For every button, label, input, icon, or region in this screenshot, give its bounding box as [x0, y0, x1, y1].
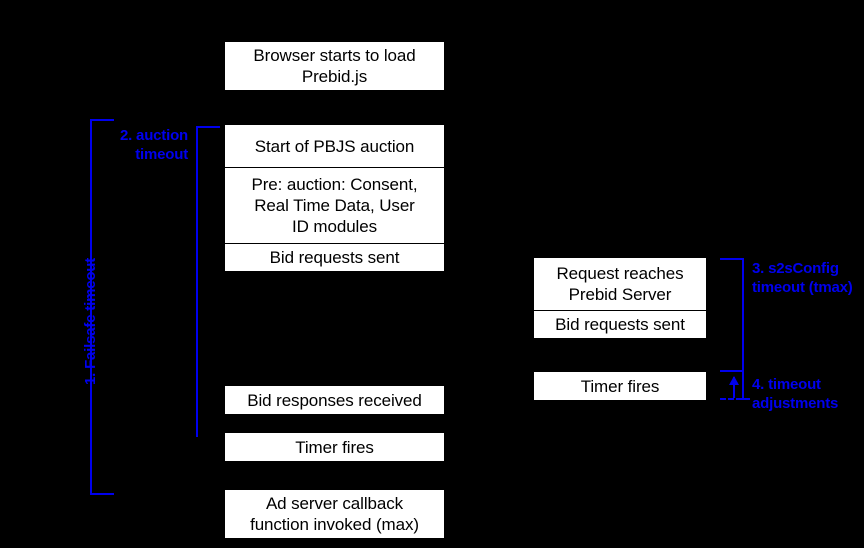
- box-timer-fires-client: Timer fires: [225, 433, 444, 461]
- box-ad-server-callback: Ad server callback function invoked (max…: [225, 490, 444, 538]
- auction-bracket-top-arm: [196, 126, 220, 128]
- timeout-adjustments-label: 4. timeout adjustments: [752, 376, 839, 412]
- box-timer-fires-server: Timer fires: [534, 372, 706, 400]
- auction-timeout-label: 2. auction timeout: [119, 127, 188, 163]
- timeout-adjustments-arrow-icon: [729, 376, 739, 398]
- s2s-bracket-bottom-arm: [720, 370, 744, 372]
- box-pre-auction-modules: Pre: auction: Consent, Real Time Data, U…: [225, 167, 444, 243]
- box-bid-requests-sent-server: Bid requests sent: [534, 310, 706, 338]
- box-bid-responses-received: Bid responses received: [225, 386, 444, 414]
- failsafe-timeout-label: 1. Failsafe timeout: [82, 257, 99, 385]
- auction-bracket-spine: [196, 126, 198, 437]
- s2s-bracket-spine: [742, 258, 744, 372]
- s2s-config-timeout-label: 3. s2sConfig timeout (tmax): [752, 260, 853, 296]
- timeout-adjustments-tick: [742, 372, 744, 400]
- box-bid-requests-sent-client: Bid requests sent: [225, 243, 444, 271]
- failsafe-bracket-spine: [90, 119, 92, 495]
- box-browser-starts-load-prebid: Browser starts to load Prebid.js: [225, 42, 444, 90]
- box-request-reaches-prebid-server: Request reaches Prebid Server: [534, 258, 706, 310]
- failsafe-bracket-top-arm: [90, 119, 114, 121]
- timeout-adjustments-baseline: [720, 398, 750, 400]
- failsafe-bracket-bottom-arm: [90, 493, 114, 495]
- box-start-of-pbjs-auction: Start of PBJS auction: [225, 125, 444, 167]
- s2s-bracket-top-arm: [720, 258, 744, 260]
